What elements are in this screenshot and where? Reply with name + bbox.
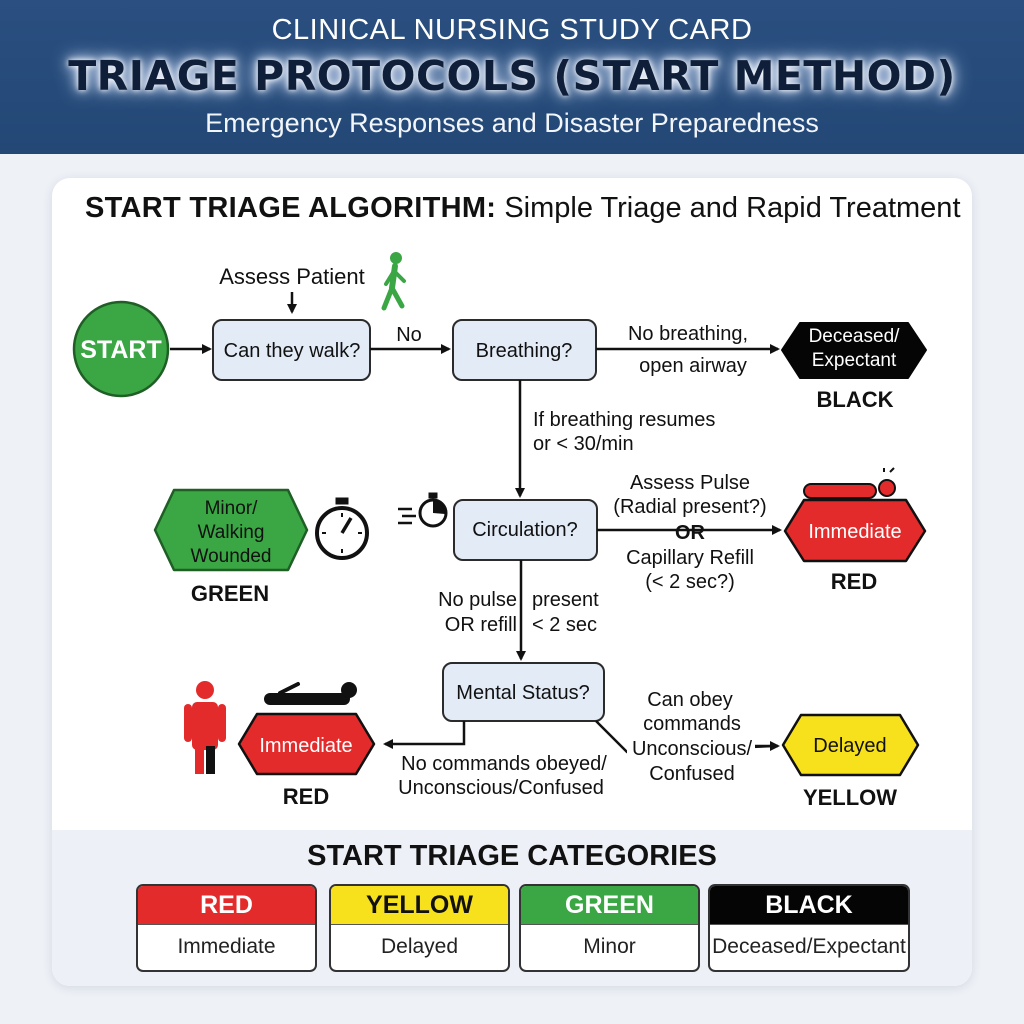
immediate-label-left: Immediate [259,735,352,757]
obey-label-3: Unconscious/ [632,738,753,760]
nocmd-label-2: Unconscious/Confused [398,777,604,799]
breathing-question-box: Breathing? [452,319,597,381]
deceased-label-2: Expectant [812,350,897,371]
nocmd-label-1: No commands obeyed/ [401,753,607,775]
black-tag: BLACK [817,387,894,412]
no-label: No [396,324,422,346]
obey-label-2: commands [643,713,741,735]
walk-question-label: Can they walk? [224,340,361,362]
categories-title: START TRIAGE CATEGORIES [307,840,717,872]
page-title: TRIAGE PROTOCOLS (START METHOD) [68,52,956,100]
start-node: START [72,300,170,398]
pulse-label-1: Assess Pulse [630,472,750,494]
standing-person-icon [184,681,226,774]
algorithm-title-bold: START TRIAGE ALGORITHM: [85,192,497,224]
resumes-label-2: or < 30/min [533,433,634,455]
delayed-hexagon: Delayed [781,713,920,777]
immediate-hexagon-right: Immediate [783,498,927,563]
category-green-card: GREEN Minor [519,884,700,972]
category-black-card: BLACK Deceased/Expectant [708,884,910,972]
pulse-label-4: (< 2 sec?) [645,571,734,593]
arrow-mental-to-immediate [383,721,466,749]
minor-hexagon: Minor/ Walking Wounded [153,488,309,572]
deceased-label-1: Deceased/ [809,326,901,347]
pulse-label-3: Capillary Refill [626,547,754,569]
pulse-or-label: OR [675,522,706,544]
stopwatch-icon [315,497,369,560]
start-flowchart: START Assess Patient Can they walk? No B… [72,252,927,810]
circulation-question-box: Circulation? [453,499,598,561]
red-tag-right: RED [831,569,877,594]
immediate-hexagon-left: Immediate [237,712,376,776]
walking-person-icon [381,252,406,311]
deceased-hexagon: Deceased/ Expectant [781,322,927,379]
category-green-color: GREEN [521,886,698,924]
category-red-color: RED [138,886,315,924]
mental-status-question-box: Mental Status? [442,662,605,722]
obey-label-4: Confused [649,763,735,785]
category-yellow-color: YELLOW [331,886,508,924]
no-breathing-label-2: open airway [639,355,747,377]
nopulse-label-b: present [532,589,599,611]
page-subtitle: Emergency Responses and Disaster Prepare… [205,108,819,138]
category-black-label: Deceased/Expectant [710,924,908,969]
header-banner: CLINICAL NURSING STUDY CARD TRIAGE PROTO… [0,0,1024,154]
minor-label-1: Minor/ [205,498,259,519]
assess-patient-label: Assess Patient [219,264,365,289]
algorithm-card: START TRIAGE ALGORITHM: Simple Triage an… [52,178,972,986]
walk-question-box: Can they walk? [212,319,371,381]
category-yellow-label: Delayed [331,924,508,969]
nopulse-label-a: No pulse [438,589,517,611]
lying-patient-icon-red [803,467,896,499]
resumes-label-1: If breathing resumes [533,409,715,431]
green-tag: GREEN [191,581,269,606]
circulation-question-label: Circulation? [472,519,578,541]
lying-patient-icon-black [264,682,357,705]
red-tag-left: RED [283,784,329,809]
no-breathing-label-1: No breathing, [628,323,748,345]
category-black-color: BLACK [710,886,908,924]
category-red-card: RED Immediate [136,884,317,972]
algorithm-title-rest: Simple Triage and Rapid Treatment [504,192,961,224]
delayed-label: Delayed [813,735,886,757]
category-yellow-card: YELLOW Delayed [329,884,510,972]
pulse-label-2: (Radial present?) [613,496,766,518]
minor-label-3: Wounded [191,546,272,567]
algorithm-title: START TRIAGE ALGORITHM: Simple Triage an… [85,192,961,225]
breathing-question-label: Breathing? [476,340,573,362]
nopulse-label-d: < 2 sec [532,614,597,636]
start-label: START [80,336,161,364]
yellow-tag: YELLOW [803,785,897,810]
minor-label-2: Walking [198,522,265,543]
category-green-label: Minor [521,924,698,969]
mental-status-question-label: Mental Status? [456,682,589,704]
study-card-kicker: CLINICAL NURSING STUDY CARD [271,14,753,46]
timer-icon [398,492,448,528]
nopulse-label-c: OR refill [445,614,517,636]
category-red-label: Immediate [138,924,315,969]
immediate-label-right: Immediate [808,521,901,543]
obey-label-1: Can obey [647,689,733,711]
